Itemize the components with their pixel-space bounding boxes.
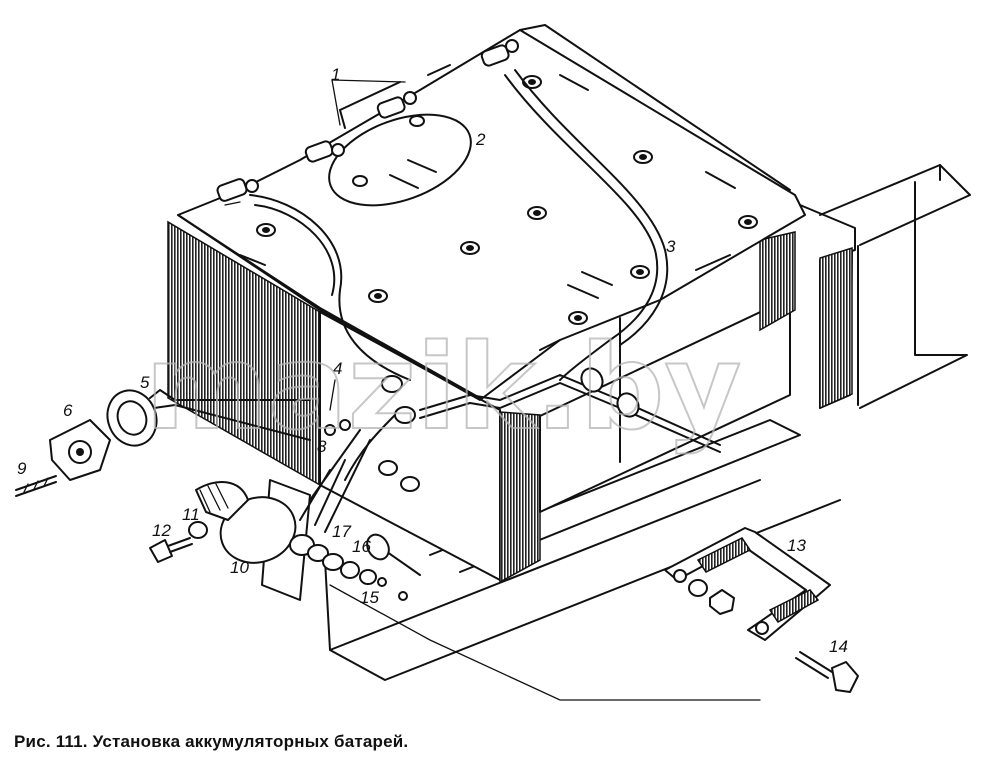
- figure-caption: Рис. 111. Установка аккумуляторных батар…: [14, 732, 409, 751]
- bolt-12: [149, 521, 208, 563]
- callout-4: 4: [333, 359, 342, 378]
- battery-switch: [195, 429, 421, 601]
- callout-11: 11: [182, 505, 200, 524]
- vent-plug: [216, 178, 259, 202]
- battery-box: [167, 220, 796, 584]
- bolt-14: [795, 651, 859, 693]
- vent-plug: [304, 140, 345, 163]
- ground-cable-assembly: [15, 389, 311, 497]
- callout-17: 17: [332, 522, 351, 541]
- lid-nut: [256, 75, 758, 325]
- callout-15: 15: [360, 588, 379, 607]
- callout-13: 13: [787, 536, 806, 555]
- callout-6: 6: [63, 401, 73, 420]
- callout-12: 12: [152, 521, 171, 540]
- vent-hoses: [249, 69, 669, 381]
- washers: [324, 419, 408, 601]
- callout-labels: 1 2 3 4 5 6 8 9 10 11 12 13 14 15 16 17: [17, 65, 848, 656]
- watermark: mazik.by: [145, 318, 741, 456]
- hold-down-clamp: [664, 527, 831, 641]
- callout-9: 9: [17, 459, 27, 478]
- callout-5: 5: [140, 373, 150, 392]
- callout-8: 8: [317, 437, 327, 456]
- callout-2: 2: [475, 130, 486, 149]
- lid-details: [239, 64, 758, 351]
- vent-plug: [480, 39, 519, 67]
- lid-vent-slots: [239, 64, 736, 351]
- tray-lid: [177, 24, 856, 410]
- frame-rail: [819, 164, 971, 409]
- battery-terminals: [344, 367, 721, 492]
- callout-3: 3: [666, 237, 676, 256]
- leader-lines: [224, 79, 406, 411]
- callout-14: 14: [829, 637, 848, 656]
- vent-plug: [376, 91, 417, 119]
- battery-tray: [324, 419, 841, 701]
- callout-16: 16: [352, 537, 371, 556]
- vent-plugs: [216, 39, 519, 202]
- callout-1: 1: [331, 65, 340, 84]
- callout-10: 10: [230, 558, 249, 577]
